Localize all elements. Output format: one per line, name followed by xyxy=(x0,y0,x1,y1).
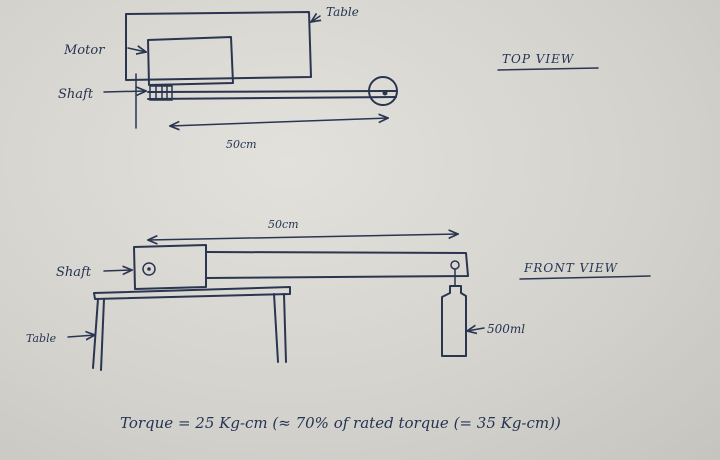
motor-top-outline xyxy=(147,36,234,86)
top-view xyxy=(103,11,398,128)
label-front-view: FRONT VIEW xyxy=(523,261,619,275)
dimension-arrow-top xyxy=(170,118,388,126)
label-motor: Motor xyxy=(63,43,105,58)
label-dimension-top: 50cm xyxy=(226,138,257,151)
front-view xyxy=(67,234,485,371)
label-table-top: Table xyxy=(326,5,359,19)
shaft-front-circle xyxy=(142,262,156,276)
shaft-coupling xyxy=(149,85,173,101)
shaft-arm-top xyxy=(147,90,397,100)
label-weight: 500ml xyxy=(487,322,525,336)
weight-top-circle xyxy=(368,76,398,106)
weight-pointer xyxy=(467,328,485,331)
top-view-underline xyxy=(497,67,599,71)
label-dimension-front: 50cm xyxy=(268,218,299,231)
arm-pivot-circle xyxy=(450,260,460,270)
label-top-view: TOP VIEW xyxy=(502,52,575,66)
pivot-dot xyxy=(382,90,388,96)
arm-front-outline xyxy=(205,251,469,279)
shaft-front-center xyxy=(147,267,151,271)
shaft-front-pointer xyxy=(103,270,132,271)
table-leg-right xyxy=(273,293,287,363)
table-pointer xyxy=(311,16,320,22)
table-front-pointer xyxy=(67,335,95,337)
table-front-top xyxy=(93,286,291,300)
motor-front-outline xyxy=(133,244,207,290)
torque-equation: Torque = 25 Kg-cm (≈ 70% of rated torque… xyxy=(120,414,561,432)
table-top-outline xyxy=(125,11,312,81)
weight-bottle xyxy=(441,285,467,357)
label-table-front: Table xyxy=(26,332,57,345)
shaft-pointer xyxy=(103,91,146,92)
front-view-underline xyxy=(519,275,651,280)
motor-pointer xyxy=(127,48,146,52)
label-shaft-top: Shaft xyxy=(58,87,94,102)
dimension-arrow-front xyxy=(148,234,458,240)
label-shaft-front: Shaft xyxy=(56,265,92,280)
